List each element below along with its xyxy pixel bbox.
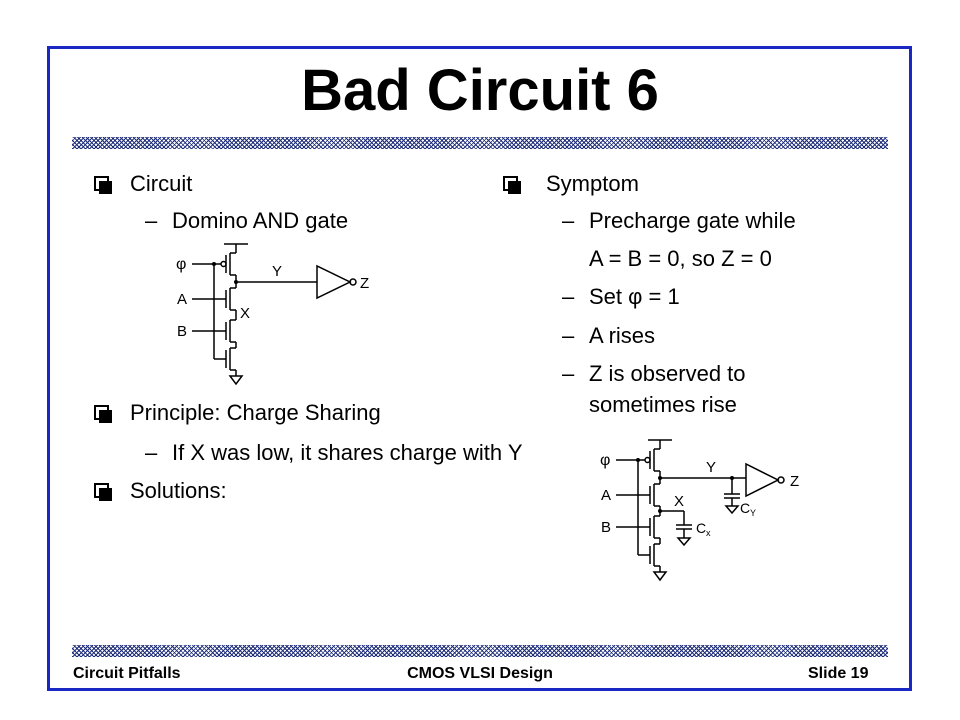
a-label: A — [601, 487, 611, 504]
slide-frame — [47, 46, 912, 691]
symptom-item: Set φ = 1 — [589, 284, 680, 309]
cy-subscript: Y — [750, 508, 756, 518]
footer-center: CMOS VLSI Design — [407, 665, 553, 682]
b-label: B — [177, 323, 187, 340]
bullet-icon — [94, 176, 112, 194]
cx-subscript: x — [706, 528, 711, 538]
dash: – — [562, 284, 575, 309]
dash: – — [145, 208, 158, 233]
bullet-icon — [94, 483, 112, 501]
symptom-item: A = B = 0, so Z = 0 — [589, 246, 772, 271]
circuit-heading: Circuit — [130, 171, 193, 196]
a-label: A — [177, 291, 187, 308]
cy-label: C — [740, 500, 750, 516]
dash: – — [145, 440, 158, 465]
footer-left: Circuit Pitfalls — [73, 665, 181, 682]
x-label: X — [240, 305, 250, 322]
dash: – — [562, 323, 575, 348]
symptom-item: A rises — [589, 323, 656, 348]
phi-label: φ — [176, 256, 186, 273]
dash: – — [562, 208, 575, 233]
charge-sharing-diagram: φ Y Z A X B C Y C x — [600, 439, 799, 582]
symptom-item: Precharge gate while — [589, 208, 796, 233]
cx-label: C — [696, 520, 706, 536]
b-label: B — [601, 519, 611, 536]
circuit-item: Domino AND gate — [172, 208, 349, 233]
y-label: Y — [272, 263, 282, 280]
solutions-heading: Solutions: — [130, 478, 227, 503]
footer-right: Slide 19 — [808, 665, 869, 682]
x-label: X — [674, 493, 684, 510]
principle-heading: Principle: Charge Sharing — [130, 400, 381, 425]
dash: – — [562, 361, 575, 386]
bullet-icon — [503, 176, 521, 194]
symptom-item: Z is observed to — [589, 361, 746, 386]
z-label: Z — [360, 275, 369, 292]
symptom-item: sometimes rise — [589, 392, 737, 417]
footer-divider — [72, 645, 888, 657]
principle-item: If X was low, it shares charge with Y — [172, 440, 523, 465]
slide-title: Bad Circuit 6 — [301, 58, 659, 123]
domino-and-gate-diagram: φ Y Z A X B — [176, 243, 369, 386]
bullet-icon — [94, 405, 112, 423]
z-label: Z — [790, 473, 799, 490]
phi-label: φ — [600, 452, 610, 469]
symptom-heading: Symptom — [546, 171, 639, 196]
y-label: Y — [706, 459, 716, 476]
title-divider — [72, 137, 888, 149]
